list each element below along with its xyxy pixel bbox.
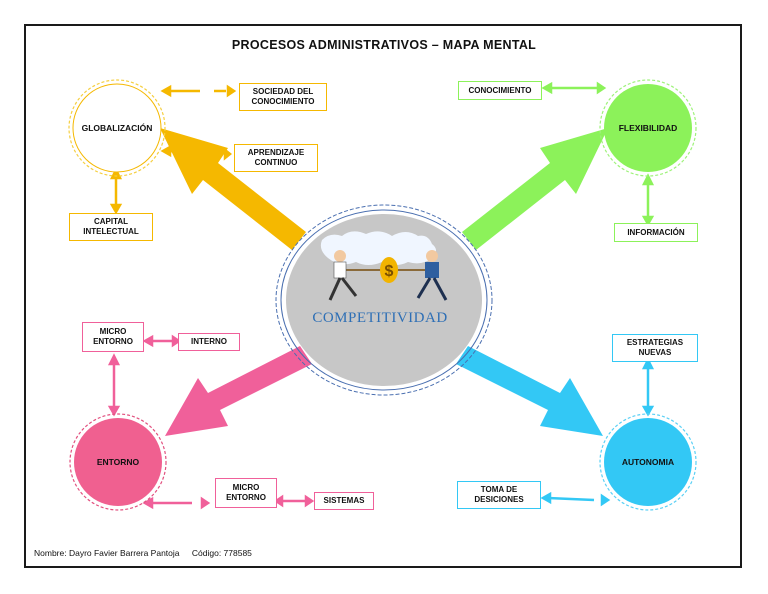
box-micro-entorno-bottom: MICRO ENTORNO [215, 478, 277, 508]
box-toma-de-desiciones: TOMA DE DESICIONES [457, 481, 541, 509]
box-interno: INTERNO [178, 333, 240, 351]
box-conocimiento: CONOCIMIENTO [458, 81, 542, 100]
arrow-to-flexibilidad [462, 128, 608, 250]
globalizacion-connectors [109, 84, 237, 215]
arrow-to-globalizacion [160, 128, 306, 250]
center-label: COMPETITIVIDAD [312, 310, 448, 326]
entorno-connectors [107, 334, 315, 510]
box-capital-intelectual: CAPITAL INTELECTUAL [69, 213, 153, 241]
dollar-icon: $ [385, 263, 394, 280]
flexibilidad-connectors [541, 81, 655, 227]
footer-name: Nombre: Dayro Favier Barrera Pantoja [34, 548, 180, 558]
box-informacion: INFORMACIÓN [614, 223, 698, 242]
node-flexibilidad: FLEXIBILIDAD [618, 123, 678, 133]
box-sociedad-del-conocimiento: SOCIEDAD DEL CONOCIMIENTO [239, 83, 327, 111]
node-autonomia: AUTONOMIA [621, 457, 675, 467]
box-sistemas: SISTEMAS [314, 492, 374, 510]
box-aprendizaje-continuo: APRENDIZAJE CONTINUO [234, 144, 318, 172]
arrow-to-autonomia [456, 346, 603, 436]
flexibilidad-circle [599, 79, 697, 177]
entorno-circle [69, 413, 167, 511]
autonomia-connectors [540, 357, 655, 507]
tug-of-war-illustration [320, 231, 448, 301]
autonomia-circle [599, 413, 697, 511]
page-title: PROCESOS ADMINISTRATIVOS – MAPA MENTAL [231, 38, 537, 52]
node-globalizacion: GLOBALIZACIÓN [81, 123, 153, 133]
box-estrategias-nuevas: ESTRATEGIAS NUEVAS [612, 334, 698, 362]
arrow-to-entorno [165, 346, 312, 436]
node-entorno: ENTORNO [96, 457, 140, 467]
box-micro-entorno-top: MICRO ENTORNO [82, 322, 144, 352]
globalizacion-circle [68, 79, 166, 177]
footer: Nombre: Dayro Favier Barrera Pantoja Cód… [34, 548, 262, 558]
footer-code: Código: 778585 [191, 548, 252, 558]
